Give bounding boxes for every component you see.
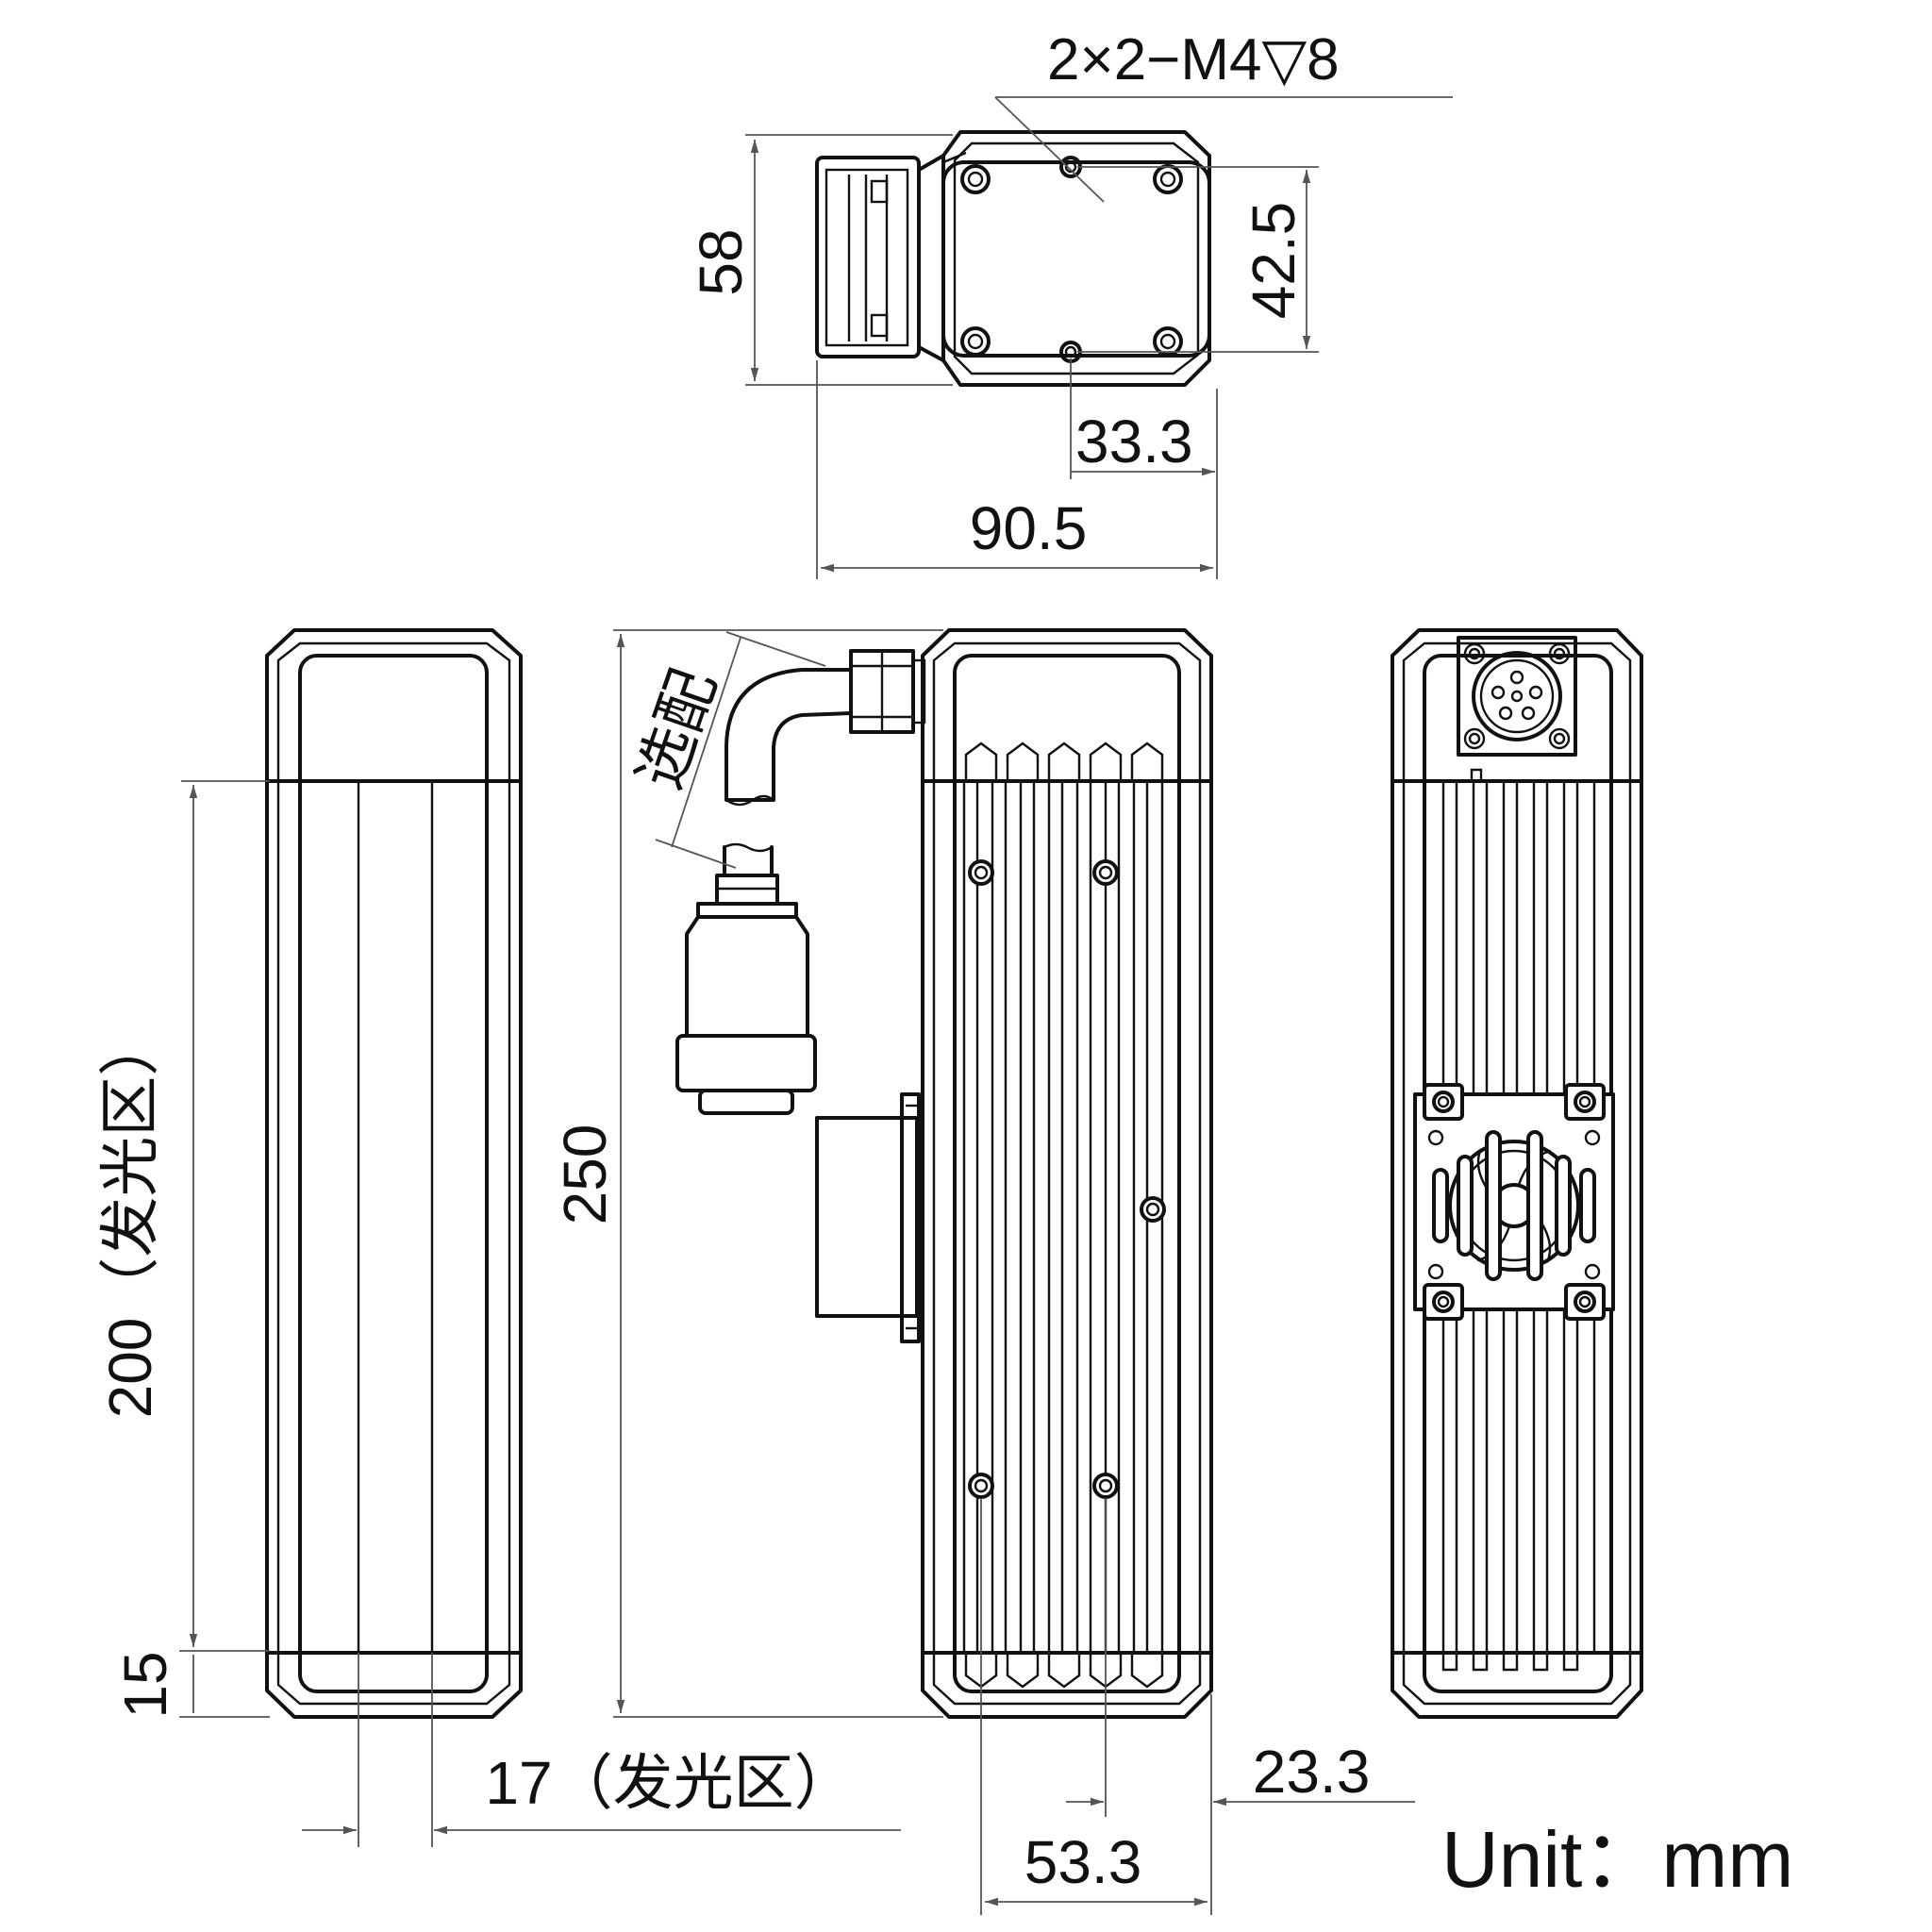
top-connector xyxy=(815,154,945,362)
emit-length-label: 200（发光区） xyxy=(96,1016,164,1419)
rear-fin-ends xyxy=(1441,1653,1579,1672)
width-top-label: 90.5 xyxy=(970,494,1088,562)
length-total-label: 250 xyxy=(551,1124,619,1225)
side-screw-2 xyxy=(1092,859,1119,886)
fin-ends-top xyxy=(964,741,1164,781)
end-margin-label: 15 xyxy=(111,1651,179,1718)
width-side-label: 53.3 xyxy=(1024,1828,1142,1896)
thread-spec-label: 2×2−M4▽8 xyxy=(1047,27,1340,92)
top-view: 2×2−M4▽8 58 42.5 33.3 90.5 xyxy=(687,27,1453,579)
top-screw-tl xyxy=(960,164,991,194)
hole-spacing-h-label: 33.3 xyxy=(1075,408,1193,475)
offset-right-label: 23.3 xyxy=(1253,1738,1371,1806)
top-screw-br xyxy=(1153,326,1183,357)
emit-width-label: 17（发光区） xyxy=(485,1749,854,1817)
optional-cable: 选配 xyxy=(625,631,926,1115)
top-body xyxy=(941,130,1211,387)
side-view: 选配 xyxy=(551,628,1415,1915)
side-screw-4 xyxy=(968,1473,994,1499)
cable-optional-label: 选配 xyxy=(625,661,728,797)
side-housing xyxy=(921,628,1213,1719)
side-screw-5 xyxy=(1092,1473,1119,1499)
fin-ends-bottom xyxy=(964,1653,1164,1689)
rear-view xyxy=(1391,628,1643,1719)
front-view: 200（发光区） 15 17（发光区） xyxy=(96,628,901,1847)
top-screw-tr xyxy=(1153,164,1183,194)
height-top-label: 58 xyxy=(687,228,755,295)
side-mount-bracket xyxy=(815,1092,921,1343)
power-connector xyxy=(1457,636,1577,783)
side-screw-1 xyxy=(968,859,994,886)
cooling-fins xyxy=(962,781,1164,1653)
cooling-fan-bracket xyxy=(1413,1083,1615,1321)
side-screw-3 xyxy=(1140,1196,1166,1223)
top-screw-bl xyxy=(960,326,991,357)
unit-label: Unit：mm xyxy=(1441,1815,1793,1904)
hole-spacing-v-label: 42.5 xyxy=(1240,202,1307,320)
